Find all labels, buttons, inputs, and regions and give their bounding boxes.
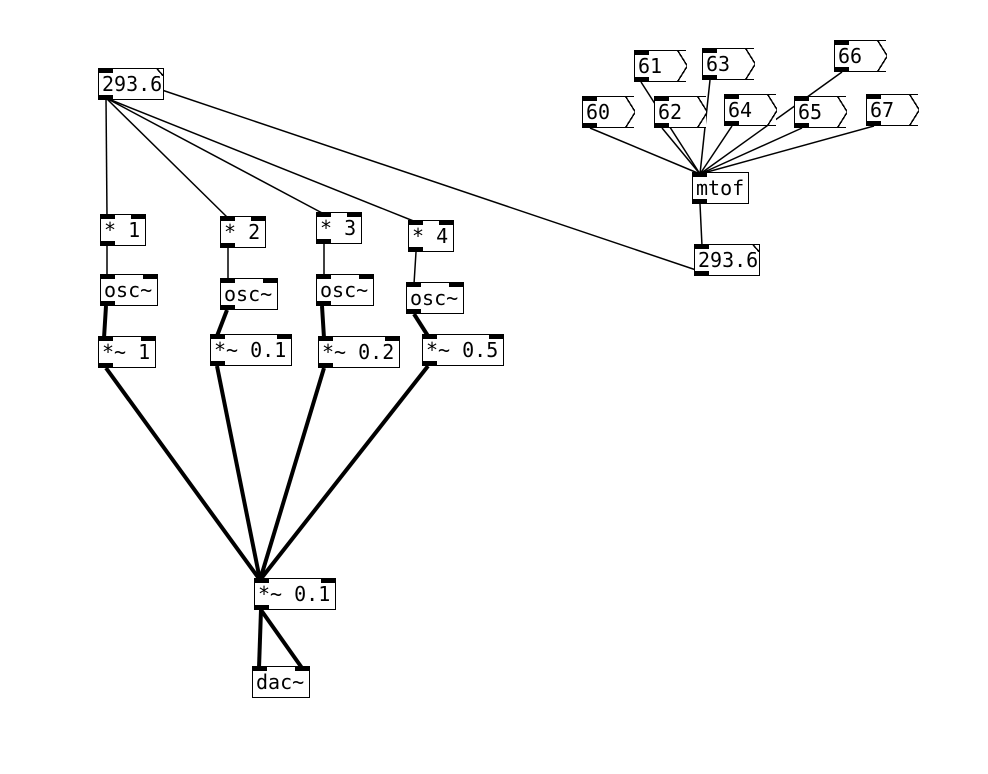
cord-osc4-amp4[interactable] <box>412 312 430 338</box>
cord-m67-mtof[interactable] <box>699 125 875 175</box>
multiply-1-object[interactable]: * 1 <box>100 214 146 246</box>
message-62-label: 62 <box>658 100 683 124</box>
message-63[interactable]: 63 <box>702 48 755 80</box>
message-67-label: 67 <box>870 98 895 122</box>
multiply-1-label: * 1 <box>104 218 141 242</box>
message-61[interactable]: 61 <box>634 50 687 82</box>
dac-label: dac~ <box>256 670 305 694</box>
osc-2-label: osc~ <box>224 282 273 306</box>
cord-osc2-amp2[interactable] <box>215 309 229 337</box>
cord-osc1-amp1[interactable] <box>102 305 108 339</box>
message-66-label: 66 <box>838 44 863 68</box>
cord-freq-readout[interactable] <box>149 85 703 273</box>
cord-amp1-master[interactable] <box>104 366 262 582</box>
message-60-label: 60 <box>586 100 611 124</box>
gain-1-object[interactable]: *~ 1 <box>98 336 156 368</box>
gain-2-object[interactable]: *~ 0.1 <box>210 334 292 366</box>
master-gain-object[interactable]: *~ 0.1 <box>254 578 336 610</box>
cord-osc3-amp3[interactable] <box>320 305 326 339</box>
mtof-label: mtof <box>696 176 745 200</box>
frequency-readout-number-box[interactable]: 293.6 <box>694 244 760 276</box>
gain-4-label: *~ 0.5 <box>426 338 499 362</box>
message-62[interactable]: 62 <box>654 96 707 128</box>
osc-2-object[interactable]: osc~ <box>220 278 278 310</box>
multiply-2-object[interactable]: * 2 <box>220 216 266 248</box>
gain-3-label: *~ 0.2 <box>322 340 395 364</box>
cord-freq-mul4[interactable] <box>105 97 417 223</box>
multiply-4-object[interactable]: * 4 <box>408 220 454 252</box>
message-65[interactable]: 65 <box>794 96 847 128</box>
message-64[interactable]: 64 <box>724 94 777 126</box>
cord-m61-mtof[interactable] <box>640 81 701 175</box>
cord-amp2-master[interactable] <box>215 365 262 581</box>
cord-master-dac-right[interactable] <box>259 608 304 670</box>
cord-m62-mtof[interactable] <box>661 127 701 175</box>
cord-freq-mul3[interactable] <box>105 97 325 215</box>
message-67[interactable]: 67 <box>866 94 919 126</box>
dac-object[interactable]: dac~ <box>252 666 310 698</box>
cord-freq-mul1[interactable] <box>105 97 108 217</box>
multiply-2-label: * 2 <box>224 220 261 244</box>
cord-amp3-master[interactable] <box>258 367 326 581</box>
cord-m60-mtof[interactable] <box>589 127 701 175</box>
cord-m64-mtof[interactable] <box>699 125 733 175</box>
gain-1-label: *~ 1 <box>102 340 151 364</box>
cord-amp4-master[interactable] <box>258 364 430 582</box>
gain-4-object[interactable]: *~ 0.5 <box>422 334 504 366</box>
cord-mtof-readout[interactable] <box>699 203 703 247</box>
frequency-number-box[interactable]: 293.6 <box>98 68 164 100</box>
osc-4-label: osc~ <box>410 286 459 310</box>
message-64-label: 64 <box>728 98 753 122</box>
gain-2-label: *~ 0.1 <box>214 338 287 362</box>
osc-1-object[interactable]: osc~ <box>100 274 158 306</box>
master-gain-label: *~ 0.1 <box>258 582 331 606</box>
osc-4-object[interactable]: osc~ <box>406 282 464 314</box>
cord-freq-mul2[interactable] <box>105 97 229 219</box>
osc-3-object[interactable]: osc~ <box>316 274 374 306</box>
cord-m65-mtof[interactable] <box>699 127 803 175</box>
mtof-object[interactable]: mtof <box>692 172 749 204</box>
message-65-label: 65 <box>798 100 823 124</box>
cord-master-dac-left[interactable] <box>257 609 263 669</box>
message-60[interactable]: 60 <box>582 96 635 128</box>
cord-mul4-osc4[interactable] <box>413 251 417 285</box>
osc-3-label: osc~ <box>320 278 369 302</box>
frequency-value: 293.6 <box>102 72 163 96</box>
message-63-label: 63 <box>706 52 731 76</box>
osc-1-label: osc~ <box>104 278 153 302</box>
multiply-4-label: * 4 <box>412 224 449 248</box>
readout-value: 293.6 <box>698 248 759 272</box>
multiply-3-object[interactable]: * 3 <box>316 212 362 244</box>
message-66[interactable]: 66 <box>834 40 887 72</box>
gain-3-object[interactable]: *~ 0.2 <box>318 336 400 368</box>
multiply-3-label: * 3 <box>320 216 357 240</box>
message-61-label: 61 <box>638 54 663 78</box>
